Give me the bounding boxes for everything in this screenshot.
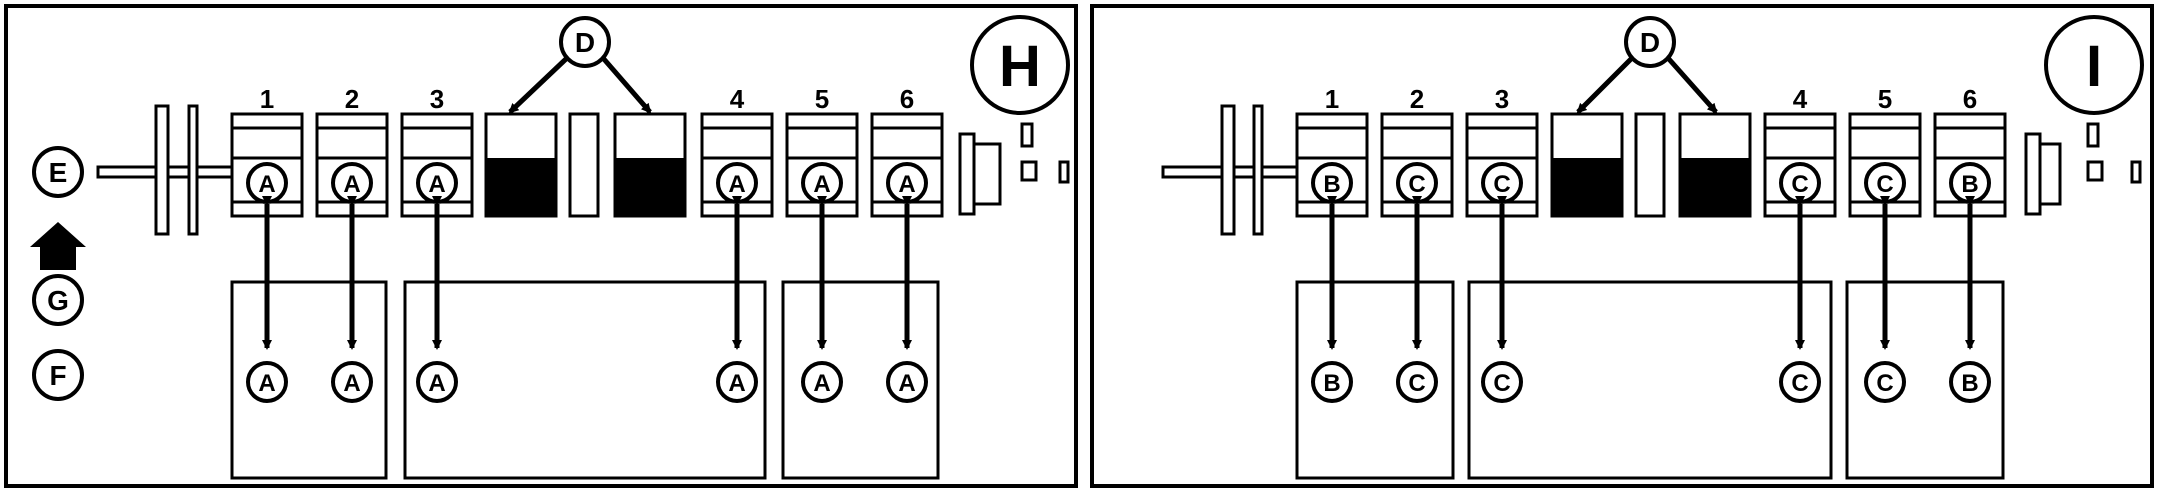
- top-label: A: [428, 171, 445, 198]
- dark-block-i-1: [1550, 112, 1624, 218]
- position-number: 6: [1963, 84, 1977, 114]
- module-i-3: 3 C C: [1465, 84, 1539, 403]
- top-label: A: [728, 171, 745, 198]
- bottom-label: A: [898, 370, 915, 397]
- module-i-1: 1 B B: [1295, 84, 1369, 403]
- top-label: C: [1493, 171, 1510, 198]
- callout-d-h: [559, 16, 611, 68]
- spacer-i: [1634, 112, 1666, 218]
- bottom-label: A: [343, 370, 360, 397]
- top-label: A: [813, 171, 830, 198]
- module-i-5: 5 C C: [1848, 84, 1922, 403]
- top-label: C: [1791, 171, 1808, 198]
- callout-d-h-text: D: [575, 27, 595, 58]
- label-g: [32, 274, 84, 326]
- panel-h-label-circle: [970, 15, 1070, 115]
- bottom-label: C: [1876, 370, 1893, 397]
- label-g-text: G: [47, 285, 69, 316]
- top-label: A: [258, 171, 275, 198]
- dark-block-h-2: [613, 112, 687, 218]
- direction-arrow: [30, 222, 86, 270]
- top-label: B: [1961, 171, 1978, 198]
- bottom-label: C: [1493, 370, 1510, 397]
- bottom-label: A: [428, 370, 445, 397]
- position-number: 4: [1793, 84, 1808, 114]
- position-number: 6: [900, 84, 914, 114]
- position-number: 4: [730, 84, 745, 114]
- enclosure-h-2: [403, 280, 767, 480]
- position-number: 3: [430, 84, 444, 114]
- module-h-6: 6 A A: [870, 84, 944, 403]
- panel-h: H D E G F: [4, 4, 1078, 488]
- position-number: 2: [1410, 84, 1424, 114]
- label-e: [32, 146, 84, 198]
- top-label: C: [1408, 171, 1425, 198]
- spacer-h: [568, 112, 600, 218]
- module-h-5: 5 A A: [785, 84, 859, 403]
- label-e-text: E: [49, 157, 68, 188]
- bottom-label: A: [258, 370, 275, 397]
- position-number: 5: [1878, 84, 1892, 114]
- position-number: 1: [260, 84, 274, 114]
- callout-d-i-text: D: [1640, 27, 1660, 58]
- panel-i-label: I: [2086, 34, 2102, 99]
- position-number: 2: [345, 84, 359, 114]
- module-h-4: 4 A A: [700, 84, 774, 403]
- bottom-label: C: [1791, 370, 1808, 397]
- module-h-3: 3 A A: [400, 84, 474, 403]
- bottom-label: A: [728, 370, 745, 397]
- bottom-label: A: [813, 370, 830, 397]
- module-h-1: 1 A A: [230, 84, 304, 403]
- enclosure-h-3: [781, 280, 940, 480]
- top-label: C: [1876, 171, 1893, 198]
- label-f: [32, 349, 84, 401]
- label-f-text: F: [49, 360, 66, 391]
- callout-d-i: [1624, 16, 1676, 68]
- module-i-6: 6 B B: [1933, 84, 2007, 403]
- position-number: 1: [1325, 84, 1339, 114]
- dark-block-i-2: [1678, 112, 1752, 218]
- panel-i-label-circle: [2044, 15, 2144, 115]
- enclosure-i-2: [1467, 280, 1833, 480]
- enclosure-i-3: [1845, 280, 2005, 480]
- module-i-4: 4 C C: [1763, 84, 1837, 403]
- enclosure-i-1: [1295, 280, 1455, 480]
- enclosure-h-1: [230, 280, 388, 480]
- module-i-2: 2 C C: [1380, 84, 1454, 403]
- bottom-label: B: [1961, 370, 1978, 397]
- top-label: A: [343, 171, 360, 198]
- position-number: 3: [1495, 84, 1509, 114]
- panel-h-label: H: [999, 34, 1041, 99]
- dark-block-h-1: [484, 112, 558, 218]
- panel-h-frame: [4, 4, 1078, 488]
- top-label: A: [898, 171, 915, 198]
- panel-i-frame: [1090, 4, 2154, 488]
- module-h-2: 2 A A: [315, 84, 389, 403]
- position-number: 5: [815, 84, 829, 114]
- bottom-label: B: [1323, 370, 1340, 397]
- bottom-label: C: [1408, 370, 1425, 397]
- top-label: B: [1323, 171, 1340, 198]
- panel-i: I D 1: [1090, 4, 2154, 488]
